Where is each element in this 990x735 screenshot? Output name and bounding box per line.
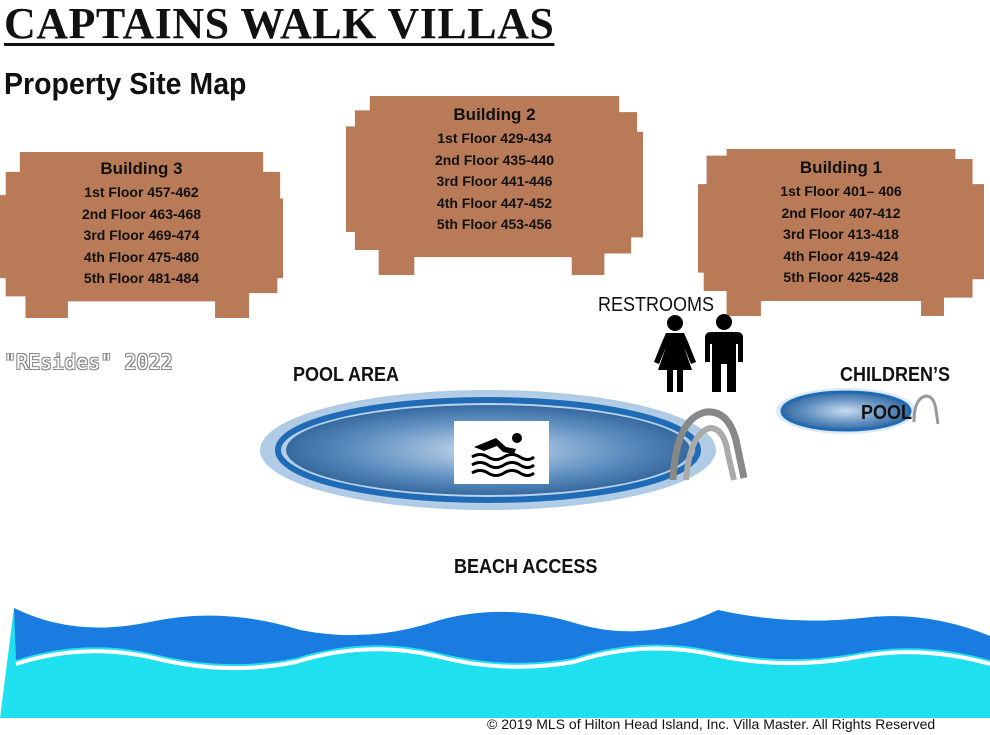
floor-row: 3rd Floor 413-418	[783, 226, 899, 242]
floor-row: 1st Floor 429-434	[437, 130, 552, 146]
floor-row: 1st Floor 401– 406	[780, 183, 902, 199]
building-title: Building 2	[453, 105, 536, 124]
floor-row: 4th Floor 419-424	[783, 247, 899, 264]
building-title: Building 1	[799, 158, 883, 177]
restroom-man-icon	[705, 314, 743, 392]
copyright-notice: © 2019 MLS of Hilton Head Island, Inc. V…	[487, 716, 936, 732]
map-title: CAPTAINS WALK VILLAS	[4, 0, 555, 48]
beach-access-label: BEACH ACCESS	[454, 556, 598, 578]
floor-row: 2nd Floor 435-440	[434, 151, 555, 168]
building-3: Building 3 1st Floor 457-462 2nd Floor 4…	[0, 152, 283, 318]
swimmer-icon	[454, 421, 549, 484]
floor-row: 3rd Floor 469-474	[83, 227, 200, 243]
childrens-pool	[776, 388, 940, 434]
floor-row: 4th Floor 447-452	[436, 194, 553, 211]
floor-row: 5th Floor 453-456	[436, 216, 553, 232]
restroom-woman-icon	[654, 315, 696, 392]
restrooms-label: RESTROOMS	[598, 294, 715, 316]
building-title: Building 3	[100, 159, 183, 178]
floor-row: 2nd Floor 407-412	[781, 204, 901, 221]
floor-row: 2nd Floor 463-468	[81, 205, 202, 222]
floor-row: 5th Floor 481-484	[83, 270, 200, 286]
floor-row: 5th Floor 425-428	[783, 269, 899, 285]
pool-label: POOL	[861, 402, 913, 424]
ocean-waves	[0, 608, 990, 718]
childrens-pool-label: CHILDREN’S	[840, 364, 951, 386]
watermark: "REsides" 2022	[4, 350, 173, 374]
floor-row: 3rd Floor 441-446	[436, 173, 553, 189]
pool-area-label: POOL AREA	[293, 364, 400, 386]
floor-row: 1st Floor 457-462	[84, 184, 199, 200]
map-subtitle: Property Site Map	[4, 66, 247, 101]
building-1: Building 1 1st Floor 401– 406 2nd Floor …	[698, 149, 984, 316]
building-2: Building 2 1st Floor 429-434 2nd Floor 4…	[346, 96, 643, 275]
floor-row: 4th Floor 475-480	[83, 248, 200, 265]
